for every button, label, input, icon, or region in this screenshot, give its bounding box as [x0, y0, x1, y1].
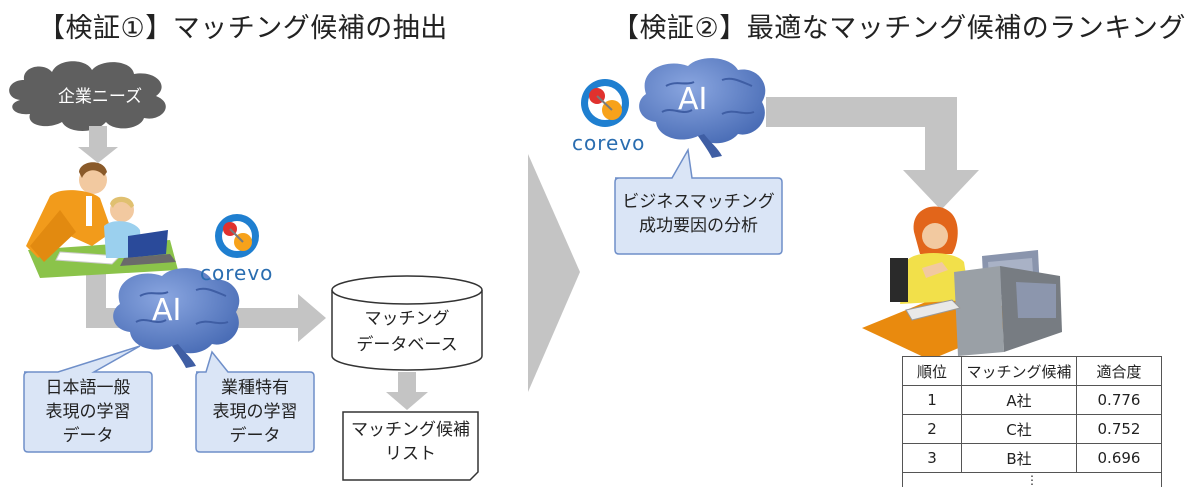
callout-general: 日本語一般 表現の学習 データ: [24, 376, 152, 448]
corevo-logo-text-right: corevo: [572, 131, 645, 155]
big-center-arrow: [528, 154, 580, 392]
row2-candidate: C社: [962, 415, 1077, 444]
row2-rank: 2: [903, 415, 962, 444]
row1-candidate: A社: [962, 386, 1077, 415]
callout-industry: 業種特有 表現の学習 データ: [196, 376, 314, 448]
callout-industry-line2: 表現の学習: [196, 400, 314, 424]
callout-general-line2: 表現の学習: [24, 400, 152, 424]
candidate-list-node: マッチング候補 リスト: [343, 418, 478, 466]
corevo-logo-text-left: corevo: [200, 261, 273, 285]
header-candidate: マッチング候補: [962, 357, 1077, 386]
row3-score: 0.696: [1077, 444, 1162, 473]
ranking-table-header: 順位 マッチング候補 適合度: [903, 357, 1162, 386]
database-line1: マッチング: [332, 306, 482, 332]
row2-score: 0.752: [1077, 415, 1162, 444]
header-score: 適合度: [1077, 357, 1162, 386]
needs-cloud-label: 企業ニーズ: [30, 82, 170, 107]
callout-general-line1: 日本語一般: [24, 376, 152, 400]
candidate-list-line1: マッチング候補: [343, 418, 478, 442]
woman-at-computer-illustration: [862, 206, 1062, 360]
database-node: マッチング データベース: [332, 306, 482, 358]
row1-rank: 1: [903, 386, 962, 415]
ai-label-left: AI: [152, 293, 181, 328]
table-row: 1 A社 0.776: [903, 386, 1162, 415]
callout-success: ビジネスマッチング 成功要因の分析: [615, 190, 782, 238]
callout-industry-line3: データ: [196, 424, 314, 448]
meeting-people-illustration: [26, 162, 178, 278]
table-row: 3 B社 0.696: [903, 444, 1162, 473]
callout-industry-line1: 業種特有: [196, 376, 314, 400]
more-rows-indicator: ⋮: [903, 473, 1162, 487]
callout-success-line1: ビジネスマッチング: [615, 190, 782, 214]
callout-success-line2: 成功要因の分析: [615, 214, 782, 238]
ranking-table-container: 順位 マッチング候補 適合度 1 A社 0.776 2 C社 0.752 3 B…: [902, 356, 1162, 487]
arrow-cloud-to-people: [78, 126, 118, 163]
row1-score: 0.776: [1077, 386, 1162, 415]
table-row: 2 C社 0.752: [903, 415, 1162, 444]
arrow-ai-to-ranking: [766, 97, 979, 210]
callout-general-line3: データ: [24, 424, 152, 448]
table-row-more: ⋮: [903, 473, 1162, 487]
corevo-logo-right: [581, 79, 629, 127]
row3-rank: 3: [903, 444, 962, 473]
ai-label-right: AI: [678, 82, 707, 117]
arrow-database-to-list: [386, 372, 428, 410]
header-rank: 順位: [903, 357, 962, 386]
candidate-list-line2: リスト: [343, 442, 478, 466]
corevo-logo-left: [215, 214, 259, 258]
database-line2: データベース: [332, 332, 482, 358]
row3-candidate: B社: [962, 444, 1077, 473]
ranking-table: 順位 マッチング候補 適合度 1 A社 0.776 2 C社 0.752 3 B…: [902, 356, 1162, 487]
